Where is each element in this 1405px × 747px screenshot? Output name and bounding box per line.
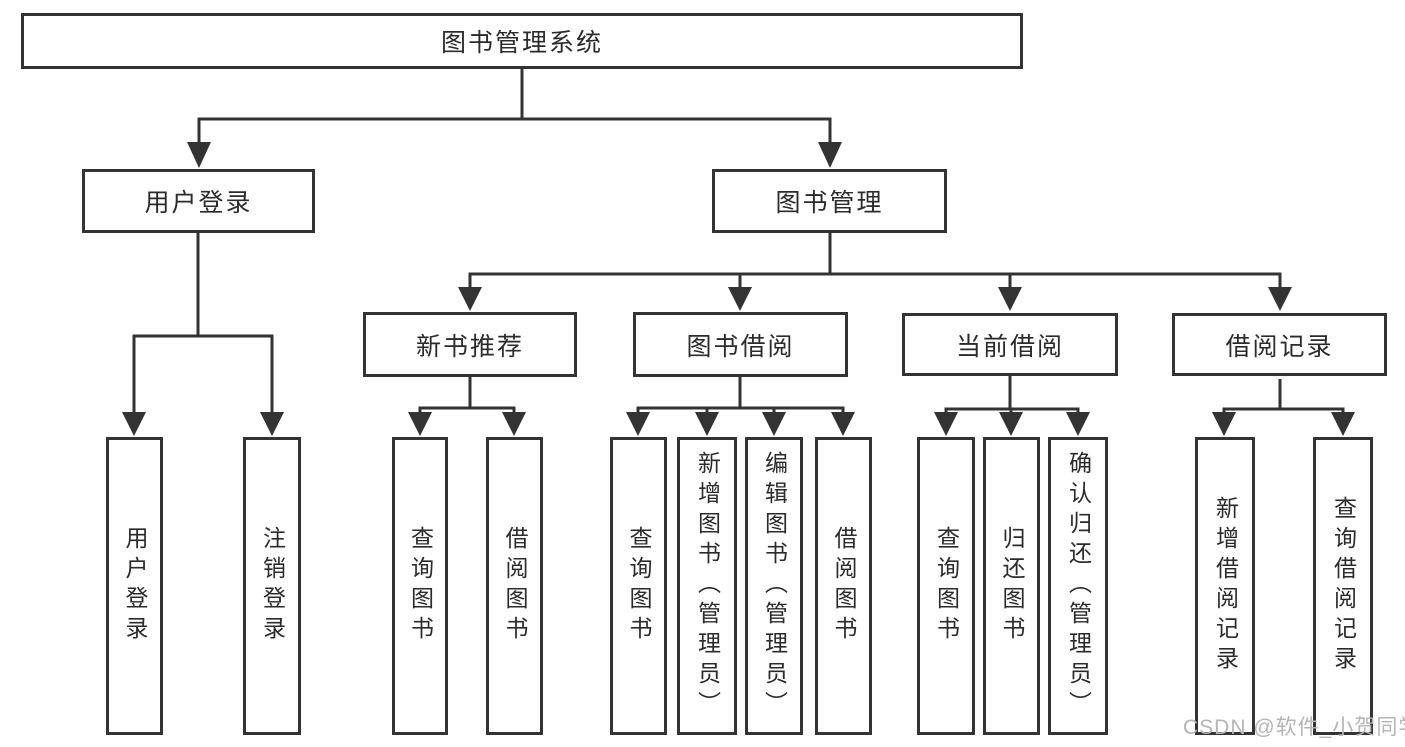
node-current-borrowing: 当前借阅: [902, 313, 1118, 376]
connector-user-login-to-leaves: [122, 232, 284, 436]
arrowhead: [626, 412, 650, 436]
node-current-borrowing-label: 当前借阅: [955, 332, 1064, 361]
arrowhead: [260, 412, 284, 436]
connector-new-book-to-leaves: [408, 376, 526, 436]
leaf-borrow-books-recommend-label: 借阅图书: [502, 526, 528, 646]
arrowhead: [1066, 412, 1090, 436]
leaf-borrow-books-borrowing-label: 借阅图书: [831, 526, 857, 646]
node-book-management: 图书管理: [712, 169, 947, 233]
node-root: 图书管理系统: [21, 13, 1023, 69]
node-borrow-records: 借阅记录: [1172, 313, 1387, 376]
node-borrow-records-label: 借阅记录: [1225, 332, 1334, 361]
leaf-edit-books-admin: 编辑图书（管理员）: [745, 437, 803, 735]
arrowhead: [831, 412, 855, 436]
arrowhead: [999, 412, 1023, 436]
node-user-login-label: 用户登录: [144, 189, 253, 217]
arrowhead: [1331, 412, 1355, 436]
leaf-query-books-borrowing: 查询图书: [610, 437, 667, 735]
leaf-borrow-books-borrowing: 借阅图书: [815, 437, 872, 735]
arrowhead: [762, 412, 786, 436]
connector-book-mgmt-to-level3: [458, 232, 1292, 311]
node-book-borrowing: 图书借阅: [633, 312, 848, 377]
leaf-logout-label: 注销登录: [259, 526, 286, 646]
node-book-management-label: 图书管理: [775, 189, 884, 217]
leaf-confirm-return-admin-label: 确认归还（管理员）: [1065, 451, 1092, 721]
leaf-query-books-current-label: 查询图书: [933, 526, 960, 646]
arrowhead: [458, 287, 482, 311]
arrowhead: [122, 412, 146, 436]
arrowhead: [502, 412, 526, 436]
arrowhead: [187, 142, 211, 168]
arrowhead: [934, 412, 958, 436]
arrowhead: [1268, 287, 1292, 311]
node-root-label: 图书管理系统: [440, 29, 603, 57]
arrowhead: [728, 287, 752, 311]
leaf-query-books-recommend-label: 查询图书: [407, 526, 434, 646]
node-new-book-recommend: 新书推荐: [363, 312, 577, 377]
node-book-borrowing-label: 图书借阅: [686, 332, 795, 361]
leaf-return-books-label: 归还图书: [999, 526, 1025, 646]
arrowhead: [998, 287, 1022, 311]
arrowhead: [408, 412, 432, 436]
arrowhead: [695, 412, 719, 436]
leaf-add-books-admin: 新增图书（管理员）: [677, 437, 737, 735]
leaf-logout: 注销登录: [243, 437, 301, 735]
connector-root-to-level2: [187, 69, 842, 168]
leaf-confirm-return-admin: 确认归还（管理员）: [1048, 437, 1108, 735]
leaf-return-books: 归还图书: [983, 437, 1040, 735]
leaf-query-books-borrowing-label: 查询图书: [626, 526, 652, 646]
leaf-query-borrow-record: 查询借阅记录: [1313, 437, 1373, 735]
connector-current-borrow-to-leaves: [934, 376, 1090, 436]
leaf-query-borrow-record-label: 查询借阅记录: [1330, 496, 1357, 676]
arrowhead: [1212, 412, 1236, 436]
leaf-add-books-admin-label: 新增图书（管理员）: [694, 451, 721, 721]
leaf-user-login-label: 用户登录: [122, 526, 148, 646]
connector-book-borrow-to-leaves: [626, 376, 855, 436]
csdn-watermark: CSDN @软件_小贺同学: [1183, 716, 1405, 739]
leaf-query-books-current: 查询图书: [917, 437, 975, 735]
node-user-login: 用户登录: [82, 169, 315, 233]
leaf-edit-books-admin-label: 编辑图书（管理员）: [761, 451, 788, 721]
connector-borrow-records-to-leaves: [1212, 379, 1355, 436]
arrowhead: [818, 142, 842, 168]
node-new-book-recommend-label: 新书推荐: [415, 332, 524, 361]
leaf-add-borrow-record-label: 新增借阅记录: [1212, 496, 1239, 676]
leaf-user-login: 用户登录: [106, 437, 163, 735]
leaf-query-books-recommend: 查询图书: [392, 437, 448, 735]
leaf-borrow-books-recommend: 借阅图书: [486, 437, 543, 735]
leaf-add-borrow-record: 新增借阅记录: [1195, 437, 1255, 735]
